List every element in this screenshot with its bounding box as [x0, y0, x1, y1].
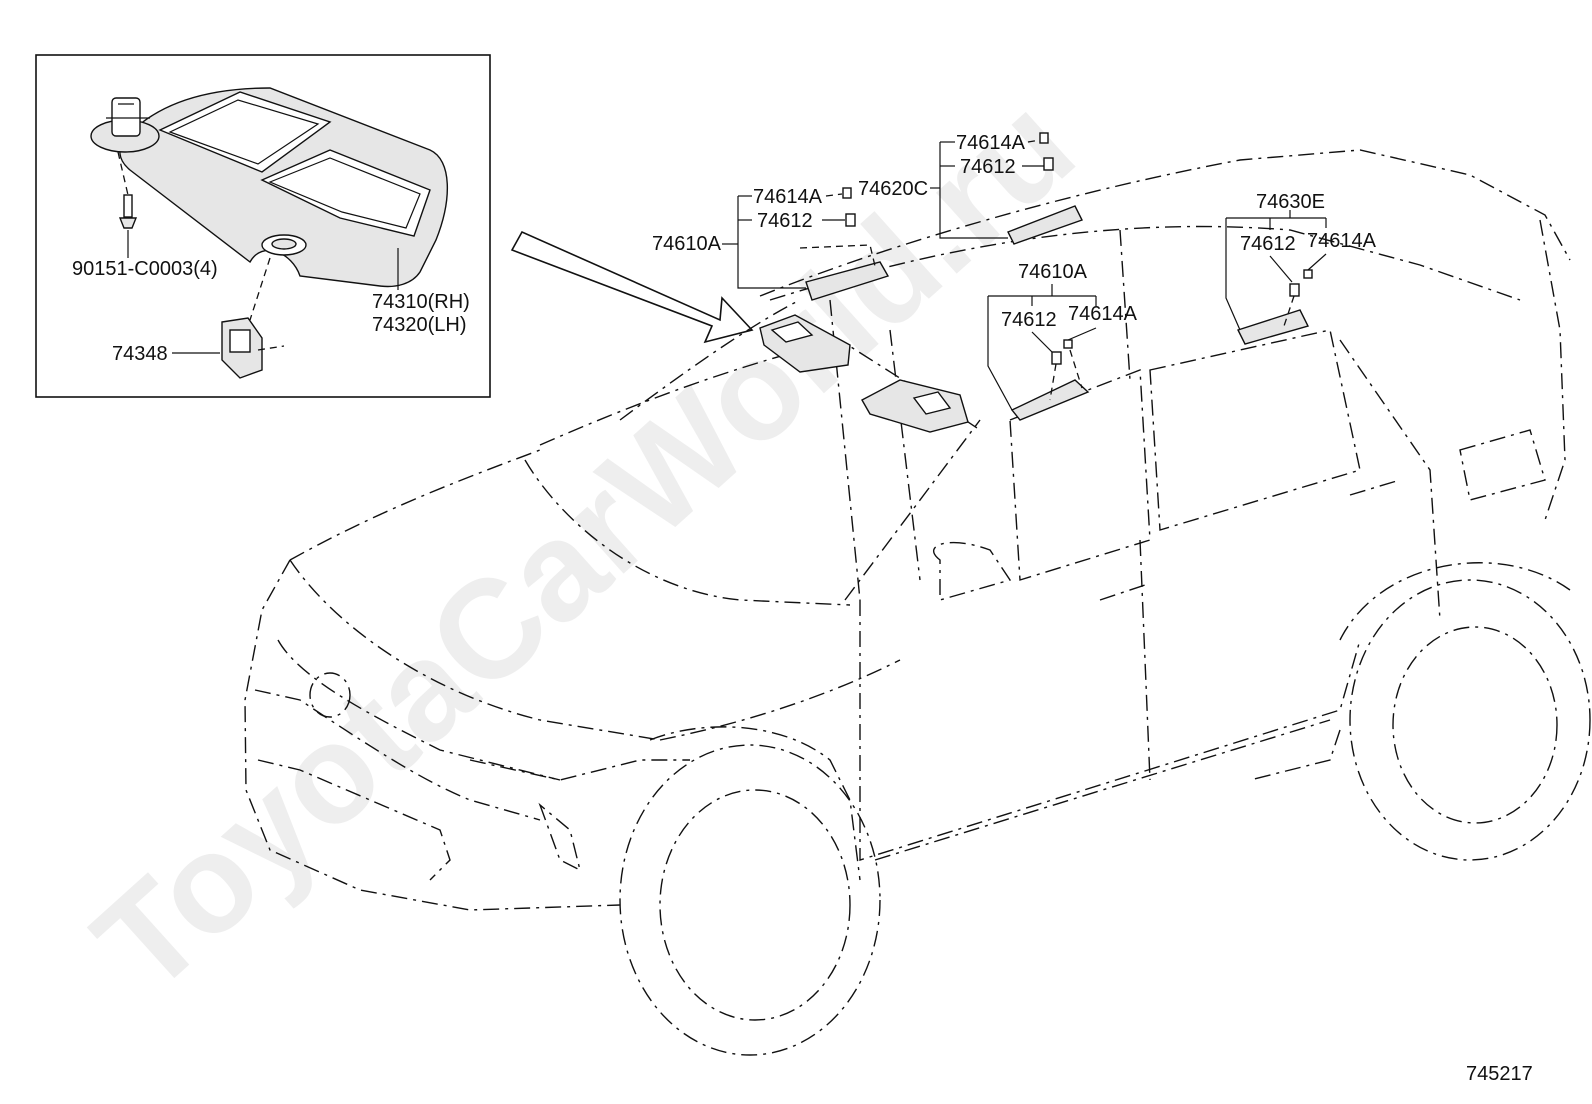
label-front-grip-right-plug: 74614A — [1068, 303, 1138, 325]
label-visor-rh: 74310(RH) — [372, 291, 470, 313]
label-front-grip-left: 74610A — [652, 233, 722, 255]
sun-visor-left — [759, 314, 851, 373]
label-visor-lh: 74320(LH) — [372, 314, 467, 336]
label-front-grip-right: 74610A — [1018, 261, 1088, 283]
label-center-grip-clip: 74612 — [960, 156, 1016, 178]
callout-front-grip-right: 74610A 74612 74614A — [987, 261, 1138, 411]
callout-center-grip: 74620C 74614A 74612 — [858, 132, 1044, 239]
label-center-grip: 74620C — [858, 178, 928, 200]
label-rear-grip-plug: 74614A — [1307, 230, 1377, 252]
visor-holder-illustration — [221, 257, 285, 379]
detail-inset: 90151-C0003(4) 74310(RH) 74320(LH) 74348 — [35, 54, 491, 398]
vehicle-outline — [244, 149, 1591, 1056]
callout-front-grip-left: 74610A 74614A 74612 — [652, 186, 845, 289]
assist-grip-center — [1007, 132, 1083, 245]
label-center-grip-plug: 74614A — [956, 132, 1026, 154]
label-rear-grip-clip: 74612 — [1240, 233, 1296, 255]
assist-grip-rear — [1237, 269, 1313, 345]
label-front-grip-right-clip: 74612 — [1001, 309, 1057, 331]
sun-visor-illustration — [90, 87, 449, 288]
sun-visor-right — [861, 379, 969, 433]
label-front-grip-left-clip: 74612 — [757, 210, 813, 232]
assist-grip-front-right — [1010, 339, 1090, 421]
label-screw: 90151-C0003(4) — [72, 258, 218, 280]
label-holder: 74348 — [112, 343, 168, 365]
figure-number: 745217 — [1466, 1063, 1533, 1085]
screw-illustration — [117, 151, 138, 229]
callout-rear-grip: 74630E 74612 74614A — [1225, 191, 1377, 331]
pointer-arrow — [510, 230, 754, 344]
assist-grip-front-left — [799, 187, 890, 301]
label-front-grip-left-plug: 74614A — [753, 186, 823, 208]
label-rear-grip: 74630E — [1256, 191, 1325, 213]
